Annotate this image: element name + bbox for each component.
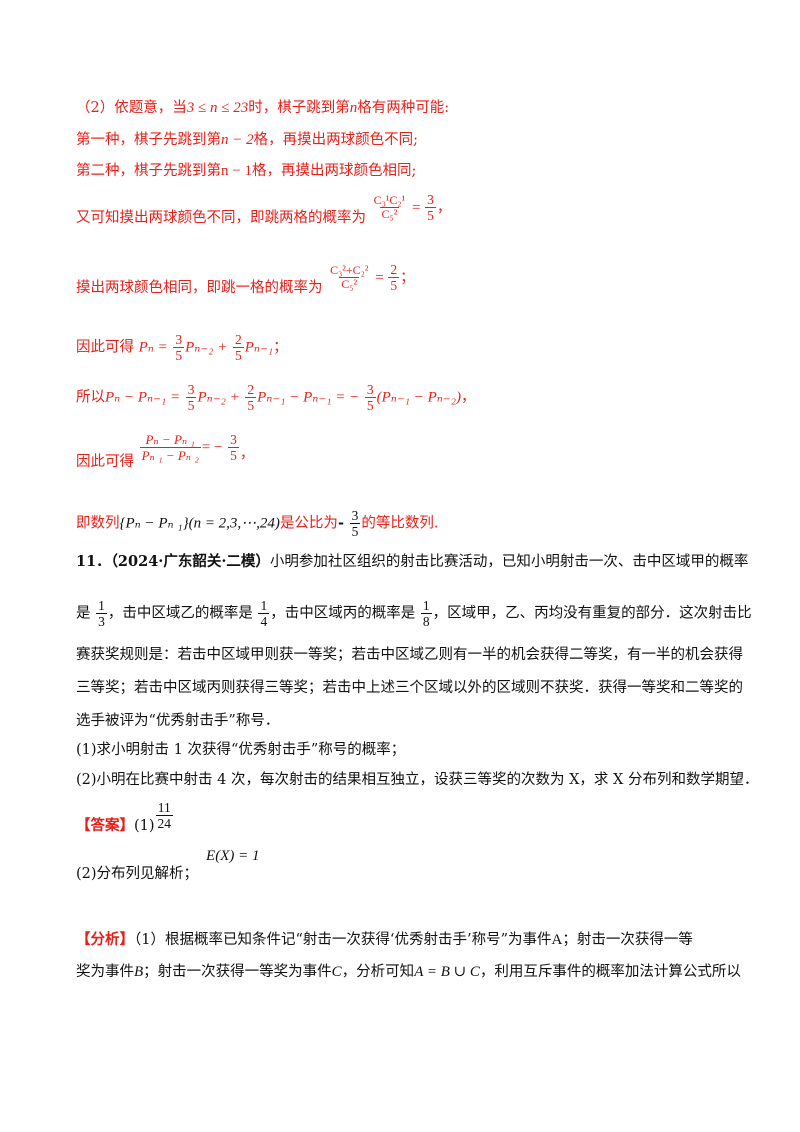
comb-fraction-same: C₃²+C₂² C₅² — [330, 263, 369, 291]
question-11-line4: 三等奖；若击中区域丙则获得三等奖；若击中上述三个区域以外的区域则不获奖．获得一等… — [76, 680, 743, 696]
prob-same-colors: 摸出两球颜色相同，即跳一格的概率为 C₃²+C₂² C₅² = 2 5 ； — [76, 262, 415, 296]
question-11-line3: 赛获奖规则是：若击中区域甲则获一等奖；若击中区域乙则有一半的机会获得二等奖，有一… — [76, 647, 743, 663]
ratio-fraction: Pₙ − Pₙ ₁ Pₙ ₁ − Pₙ ₂ — [139, 432, 201, 463]
expectation-expr: E(X) = 1 — [206, 848, 260, 864]
condition-expr: 3 ≤ n ≤ 23 — [186, 100, 249, 116]
question-source: （2024·广东韶关·二模） — [110, 553, 270, 570]
answer-label: 【答案】 — [76, 816, 134, 834]
question-11-line5: 选手被评为“优秀射击手”称号． — [76, 713, 280, 729]
comb-fraction-diff: C₃¹C₂¹ C₅² — [373, 193, 406, 221]
answer-line2: (2)分布列见解析；E(X) = 1 — [76, 848, 260, 882]
question-11-line1: 11．（2024·广东韶关·二模）小明参加社区组织的射击比赛活动，已知小明射击一… — [76, 553, 749, 570]
prob-different-colors: 又可知摸出两球颜色不同，即跳两格的概率为 C₃¹C₂¹ C₅² = 3 5 ， — [76, 192, 452, 226]
question-number: 11． — [76, 553, 111, 570]
sequence-expr: {Pₙ − Pₙ ₁}(n = 2,3,⋯,24) — [119, 515, 280, 532]
case-one: 第一种，棋子先跳到第n − 2格，再摸出两球颜色不同; — [76, 132, 419, 148]
part2-intro: （2）依题意，当3 ≤ n ≤ 23时，棋子跳到第n格有两种可能: — [76, 100, 450, 116]
value-fraction-diff: 3 5 — [425, 192, 436, 223]
value-fraction-same: 2 5 — [388, 262, 400, 293]
analysis-line1: 【分析】（1）根据概率已知条件记“射击一次获得‘优秀射击手’称号”为事件A；射击… — [76, 931, 693, 948]
question-11-part1: (1)求小明射击 1 次获得“优秀射击手”称号的概率； — [76, 742, 406, 758]
question-11-part2: (2)小明在比赛中射击 4 次，每次射击的结果相互独立，设获三等奖的次数为 X，… — [76, 772, 759, 788]
analysis-line2: 奖为事件B；射击一次获得一等奖为事件C，分析可知A = B ∪ C，利用互斥事件… — [76, 964, 741, 980]
case-two: 第二种，棋子先跳到第n − 1格，再摸出两球颜色相同; — [76, 163, 417, 179]
analysis-label: 【分析】 — [76, 931, 134, 948]
